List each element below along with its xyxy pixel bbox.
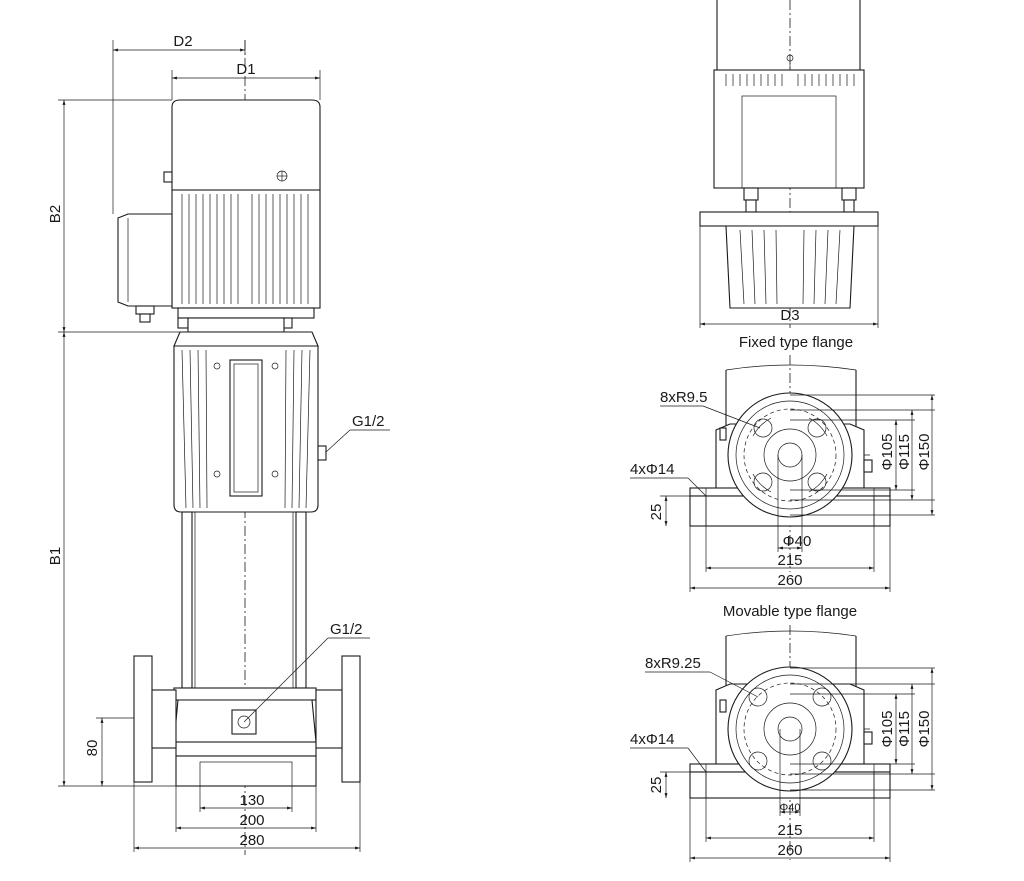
- inlet-flange: [133, 655, 153, 783]
- movable-flange-outer: [727, 666, 853, 792]
- lantern: [173, 331, 319, 347]
- mounting-plate: [699, 211, 879, 227]
- fixed-w215: 215: [777, 552, 802, 569]
- movable-flange-title: Movable type flange: [723, 603, 857, 620]
- dim-b2: B2: [47, 205, 64, 223]
- movable-w260: 260: [777, 842, 802, 859]
- fixed-h25: 25: [648, 504, 665, 521]
- callout-g12-lower: G1/2: [330, 621, 363, 638]
- movable-phi105: Φ105: [879, 711, 896, 748]
- dim-d3: D3: [780, 307, 799, 324]
- movable-holes-label: 8xR9.25: [645, 655, 701, 672]
- front-view: D2 D1 B2 B1 80 130 200 280: [47, 33, 390, 855]
- movable-base-holes-label: 4xΦ14: [630, 731, 675, 748]
- fixed-w260: 260: [777, 572, 802, 589]
- movable-w215: 215: [777, 822, 802, 839]
- dim-280: 280: [239, 832, 264, 849]
- nameplate: [229, 359, 263, 497]
- fixed-phi105: Φ105: [879, 434, 896, 471]
- fixed-flange-outer: [727, 392, 853, 518]
- motor-body: [171, 189, 321, 309]
- movable-phi115: Φ115: [896, 711, 913, 747]
- movable-phi150: Φ150: [916, 711, 933, 748]
- dim-200: 200: [239, 812, 264, 829]
- dim-d2: D2: [173, 33, 192, 50]
- fixed-holes-label: 8xR9.5: [660, 389, 708, 406]
- callout-g12-upper: G1/2: [352, 413, 385, 430]
- fixed-base-holes-label: 4xΦ14: [630, 461, 675, 478]
- fixed-phi150: Φ150: [916, 434, 933, 471]
- fixed-flange-slots: [752, 417, 828, 493]
- motor-top-cover: [171, 99, 321, 191]
- terminal-box: [117, 213, 173, 307]
- fixed-phi40: Φ40: [783, 533, 812, 550]
- movable-flange-holes: [748, 687, 832, 771]
- motor-fins: [181, 194, 309, 304]
- movable-h25: 25: [648, 777, 665, 794]
- fixed-flange-view: Fixed type flange 8xR9.5: [630, 334, 935, 592]
- lantern-side: [725, 225, 855, 309]
- dim-b1: B1: [47, 547, 64, 565]
- fixed-flange-title: Fixed type flange: [739, 334, 853, 351]
- lantern-ribs: [739, 229, 841, 305]
- fixed-phi115: Φ115: [896, 434, 913, 470]
- pump-head-ribs: [181, 349, 311, 509]
- dim-80: 80: [84, 740, 101, 757]
- side-view: D3: [699, 0, 879, 328]
- movable-flange-view: Movable type flange 8xR9.25 4xΦ14: [630, 603, 935, 862]
- outlet-flange: [341, 655, 361, 783]
- movable-phi40: Φ40: [779, 802, 800, 814]
- dim-130: 130: [239, 792, 264, 809]
- motor-housing-side: [713, 69, 865, 189]
- tie-rod-left: [181, 511, 193, 689]
- dim-d1: D1: [236, 61, 255, 78]
- top-fins: [725, 74, 855, 86]
- base-foot: [175, 755, 317, 787]
